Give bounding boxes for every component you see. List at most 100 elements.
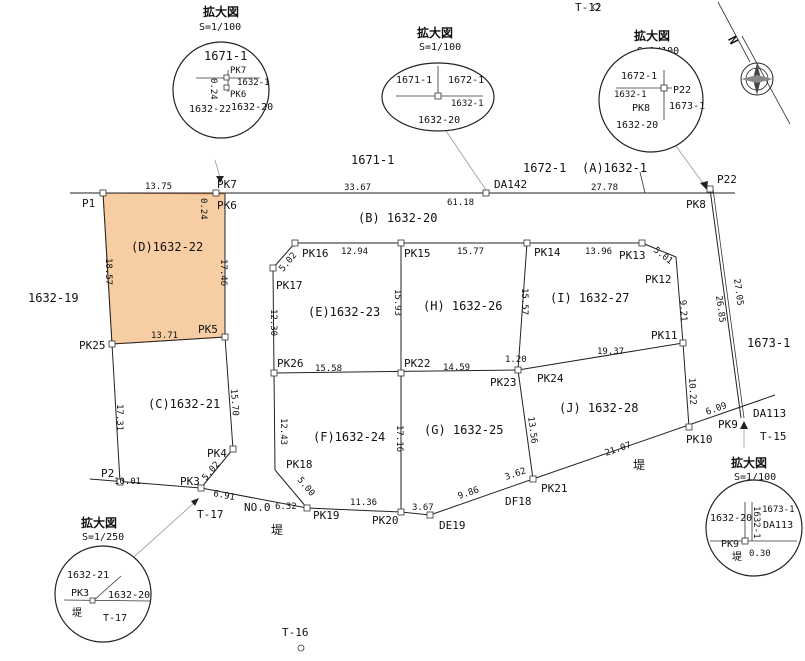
parcel-1632-19: 1632-19 (28, 291, 79, 305)
inset-bl-scale: S=1/250 (82, 532, 124, 543)
point-DE19: DE19 (439, 519, 466, 532)
survey-markers (99, 3, 714, 652)
inset-tr-parcel-a: 1672-1 (621, 71, 657, 82)
inset-bl-pk3: PK3 (71, 588, 89, 599)
inset-bl-parcel-b: 1632-20 (108, 590, 150, 601)
point-PK24: PK24 (537, 372, 564, 385)
point-PK19: PK19 (313, 509, 340, 522)
dim-18-57: 18.57 (103, 258, 113, 285)
inset-tr-parcel-c: 1632-20 (616, 120, 658, 131)
lot-J: (J) 1632-28 (559, 401, 638, 415)
inset-br-parcel-c: 1673-1 (762, 505, 795, 515)
embankment-label-1: 堤 (633, 458, 645, 472)
point-PK16: PK16 (302, 247, 329, 260)
point-T17: T-17 (197, 508, 224, 521)
inset-tl-parcel-a: 1671-1 (204, 49, 247, 63)
dim-9-21: 9.21 (677, 300, 688, 322)
dim-26-85: 26.85 (713, 295, 727, 323)
point-PK17: PK17 (276, 279, 303, 292)
point-PK18: PK18 (286, 458, 313, 471)
inset-bottom-right: 拡大図 S=1/100 1632-20 1632-1 1673-1 DA113 … (705, 455, 803, 577)
point-T12: T-12 (575, 1, 602, 14)
lot-C: (C)1632-21 (148, 397, 220, 411)
dim-17-31: 17.31 (114, 404, 124, 431)
inset-bl-t17: T-17 (103, 613, 127, 624)
boundary-lines (70, 171, 776, 516)
dim-12-94: 12.94 (341, 247, 368, 257)
inset-bl-title: 拡大図 (81, 515, 117, 530)
north-letter: N (725, 34, 741, 47)
inset-tl-side: 1632-1 (237, 78, 270, 88)
dim-3-67: 3.67 (412, 503, 434, 513)
point-PK6: PK6 (217, 199, 237, 212)
dim-15-58: 15.58 (315, 364, 342, 374)
dim-6-91: 6.91 (212, 489, 235, 503)
point-PK13: PK13 (619, 249, 646, 262)
inset-tc-parcel-a: 1671-1 (396, 75, 432, 86)
lot-D: (D)1632-22 (131, 240, 203, 254)
leader-lines (124, 127, 748, 566)
point-PK20: PK20 (372, 514, 399, 527)
dim-10-22: 10.22 (686, 378, 697, 406)
point-PK22: PK22 (404, 357, 431, 370)
inset-top-left: 拡大図 S=1/100 1671-1 PK7 1632-1 0.24 PK6 1… (172, 4, 273, 139)
point-PK4: PK4 (207, 447, 227, 460)
dim-15-70: 15.70 (228, 389, 240, 417)
dim-6-32: 6.32 (275, 502, 297, 512)
dim-17-46: 17.46 (218, 259, 228, 286)
dim-0-24: 0.24 (198, 198, 208, 220)
inset-bl-parcel-a: 1632-21 (67, 570, 109, 581)
dim-11-36: 11.36 (350, 498, 377, 508)
point-PK8: PK8 (686, 198, 706, 211)
point-DA142: DA142 (494, 178, 527, 191)
lot-labels: (A)1632-1 (B) 1632-20 (C)1632-21 (D)1632… (28, 153, 790, 537)
inset-top-right: 拡大図 S=1/100 1672-1 P22 1632-1 PK8 1673-1… (598, 28, 705, 153)
lot-G: (G) 1632-25 (424, 423, 503, 437)
point-PK9: PK9 (718, 418, 738, 431)
point-PK7: PK7 (217, 178, 237, 191)
inset-tc-title: 拡大図 (417, 25, 453, 40)
point-PK11: PK11 (651, 329, 678, 342)
inset-tr-parcel-b: 1673-1 (669, 101, 705, 112)
inset-tc-side: 1632-1 (451, 99, 484, 109)
inset-top-center: 拡大図 S=1/100 1671-1 1672-1 1632-1 1632-20 (381, 25, 495, 132)
point-DA113: DA113 (753, 407, 786, 420)
inset-bottom-left: 拡大図 S=1/250 1632-21 PK3 1632-20 堤 T-17 (54, 515, 152, 643)
dim-15-93: 15.93 (392, 289, 402, 316)
point-labels: P1 PK7 PK6 DA142 P22 PK8 PK16 PK15 PK14 … (79, 1, 787, 639)
inset-tl-parcel-c: 1632-20 (231, 102, 273, 113)
dim-33-67: 33.67 (344, 183, 371, 193)
lot-A: (A)1632-1 (582, 161, 647, 175)
dim-5-02a: 5.02 (278, 251, 300, 274)
inset-tc-parcel-c: 1632-20 (418, 115, 460, 126)
parcel-1671-1: 1671-1 (351, 153, 394, 167)
point-NO0: NO.0 (244, 501, 271, 514)
point-P1: P1 (82, 197, 95, 210)
lot-F: (F)1632-24 (313, 430, 385, 444)
parcel-1673-1: 1673-1 (747, 336, 790, 350)
point-PK5: PK5 (198, 323, 218, 336)
inset-tl-parcel-b: 1632-22 (189, 104, 231, 115)
inset-tr-p22: P22 (673, 85, 691, 96)
dim-1-20: 1.20 (505, 355, 527, 365)
inset-br-embankment: 堤 (732, 551, 742, 563)
dim-19-37: 19.37 (597, 347, 624, 357)
inset-tl-pk6: PK6 (230, 90, 246, 100)
lot-H: (H) 1632-26 (423, 299, 502, 313)
point-PK23: PK23 (490, 376, 517, 389)
inset-br-title: 拡大図 (731, 455, 767, 470)
dim-12-43: 12.43 (278, 418, 288, 445)
inset-tr-side: 1632-1 (614, 90, 647, 100)
inset-tr-pk8: PK8 (632, 103, 650, 114)
inset-tl-title: 拡大図 (203, 4, 239, 19)
point-P22: P22 (717, 173, 737, 186)
inset-tr-title: 拡大図 (634, 28, 670, 43)
dim-27-78: 27.78 (591, 183, 618, 193)
dim-13-75: 13.75 (145, 182, 172, 192)
dim-5-02b: 5.02 (201, 460, 223, 483)
embankment-label-2: 堤 (271, 523, 283, 537)
lot-E: (E)1632-23 (308, 305, 380, 319)
dim-21-07: 21.07 (604, 441, 633, 459)
inset-br-parcel-b: 1632-1 (751, 506, 761, 539)
